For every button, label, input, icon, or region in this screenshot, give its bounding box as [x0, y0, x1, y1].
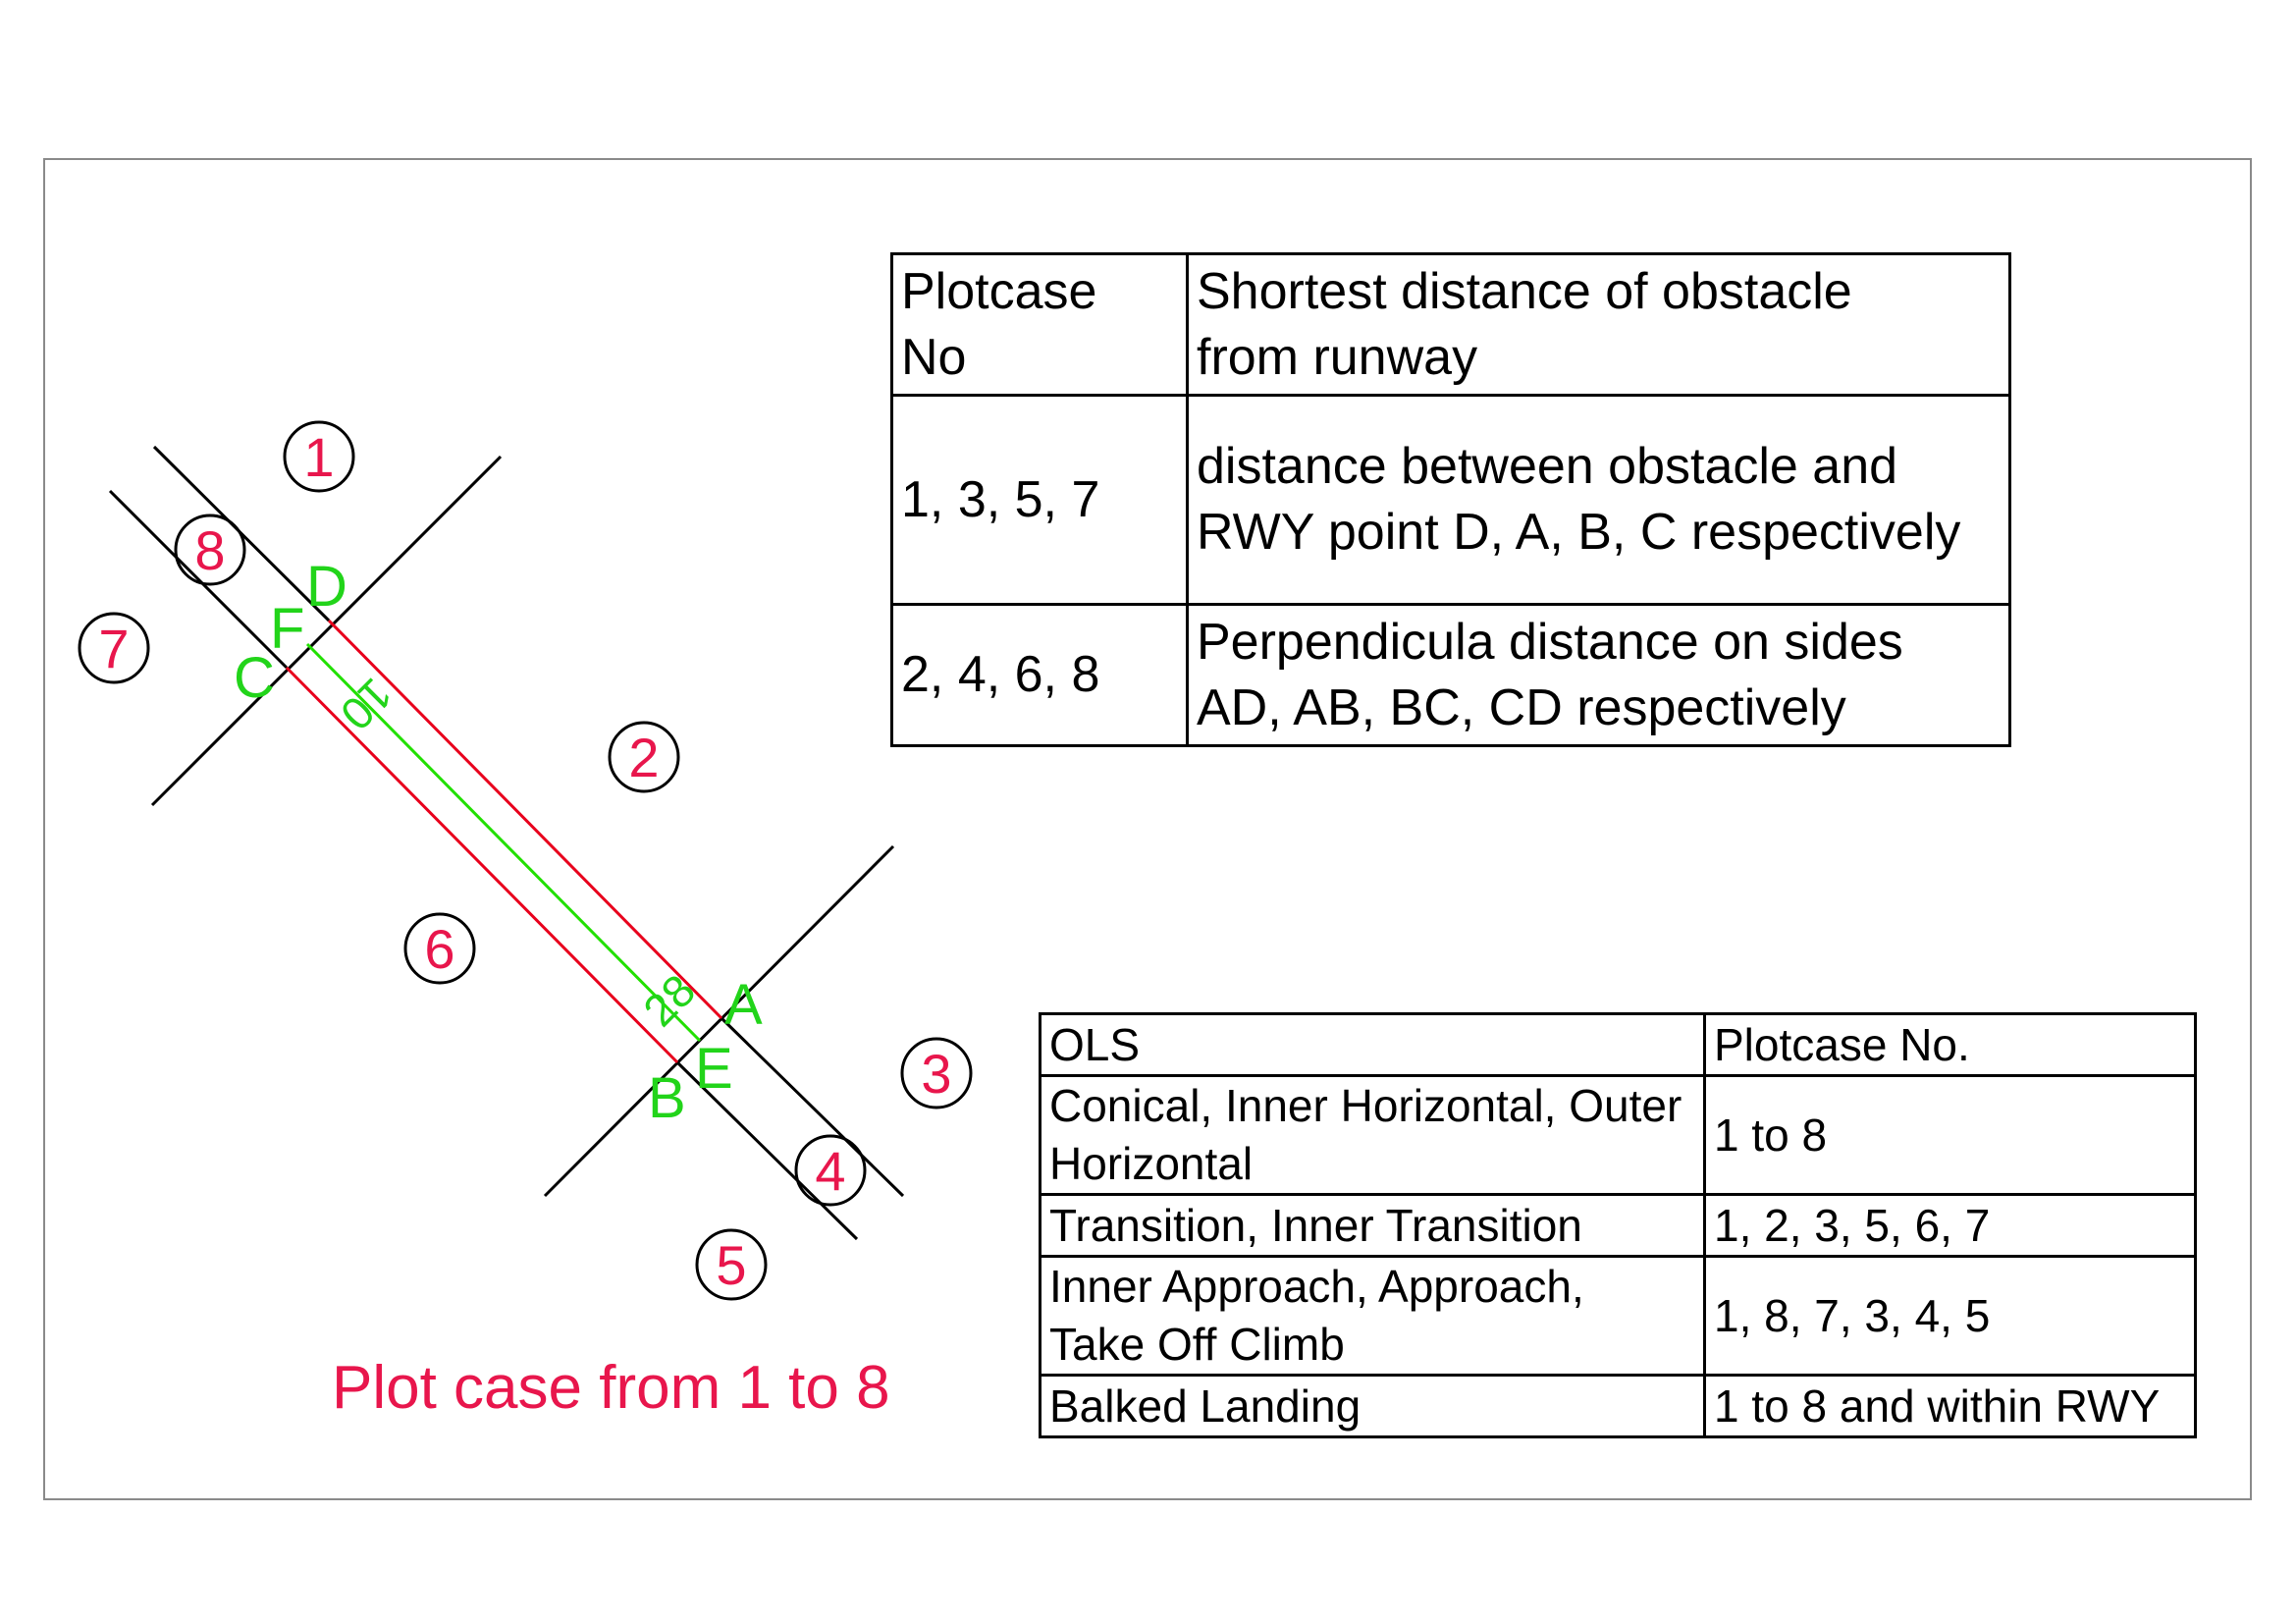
extension-line-top-left: [108, 489, 289, 670]
table-cell: Transition, Inner Transition: [1039, 1193, 1706, 1258]
svg-text:4: 4: [815, 1140, 845, 1202]
table-cell: 1, 3, 5, 7: [890, 394, 1189, 606]
table-cell: Balked Landing: [1039, 1374, 1706, 1438]
threshold-line-top: [150, 455, 503, 807]
drawing-frame: [43, 158, 2252, 1500]
point-label-c: C: [234, 646, 275, 710]
svg-text:3: 3: [921, 1043, 951, 1105]
threshold-line-bottom: [543, 844, 895, 1198]
point-label-e: E: [695, 1037, 733, 1101]
table-cell: 1, 2, 3, 5, 6, 7: [1703, 1193, 2197, 1258]
extension-line-bottom-left: [675, 1060, 859, 1241]
table-cell: 1, 8, 7, 3, 4, 5: [1703, 1255, 2197, 1377]
svg-text:7: 7: [98, 618, 129, 679]
plot-case-1: 1: [283, 420, 355, 493]
svg-text:6: 6: [424, 918, 454, 980]
table-row: 1, 3, 5, 7 distance between obstacle and…: [890, 394, 2011, 606]
plot-case-2: 2: [608, 721, 680, 793]
plot-case-3: 3: [900, 1037, 973, 1109]
header-ols: OLS: [1039, 1012, 1706, 1077]
svg-text:2: 2: [628, 727, 659, 788]
table-cell: 2, 4, 6, 8: [890, 603, 1189, 747]
runway-designator-28: 28: [633, 964, 705, 1036]
svg-text:8: 8: [194, 519, 225, 581]
runway-edge-ad: [327, 619, 723, 1020]
plot-case-7: 7: [78, 612, 150, 684]
ols-plotcase-table: OLS Plotcase No. Conical, Inner Horizont…: [1039, 1012, 2197, 1438]
plot-case-5: 5: [695, 1228, 768, 1301]
plot-case-8: 8: [174, 514, 246, 586]
table-cell: 1 to 8 and within RWY: [1703, 1374, 2197, 1438]
table-row: OLS Plotcase No.: [1039, 1012, 2197, 1077]
extension-line-bottom-right: [720, 1016, 905, 1198]
plot-case-6: 6: [403, 912, 476, 985]
table-row: 2, 4, 6, 8 Perpendicula distance on side…: [890, 603, 2011, 747]
runway-edge-cb: [285, 666, 679, 1064]
table-row: Balked Landing 1 to 8 and within RWY: [1039, 1374, 2197, 1438]
header-plotcase-no: Plotcase No.: [1703, 1012, 2197, 1077]
svg-text:1: 1: [303, 426, 334, 488]
plot-case-caption: Plot case from 1 to 8: [332, 1354, 890, 1422]
table-cell: Inner Approach, Approach,Take Off Climb: [1039, 1255, 1706, 1377]
table-row: Transition, Inner Transition 1, 2, 3, 5,…: [1039, 1193, 2197, 1258]
point-label-b: B: [648, 1066, 686, 1130]
table-row: Inner Approach, Approach,Take Off Climb …: [1039, 1255, 2197, 1377]
point-label-a: A: [724, 973, 763, 1037]
svg-text:5: 5: [716, 1234, 746, 1296]
runway-centerline: [305, 642, 702, 1043]
table-cell: 1 to 8: [1703, 1074, 2197, 1196]
point-label-f: F: [270, 597, 304, 661]
plot-case-4: 4: [794, 1134, 867, 1207]
point-label-d: D: [306, 555, 347, 619]
